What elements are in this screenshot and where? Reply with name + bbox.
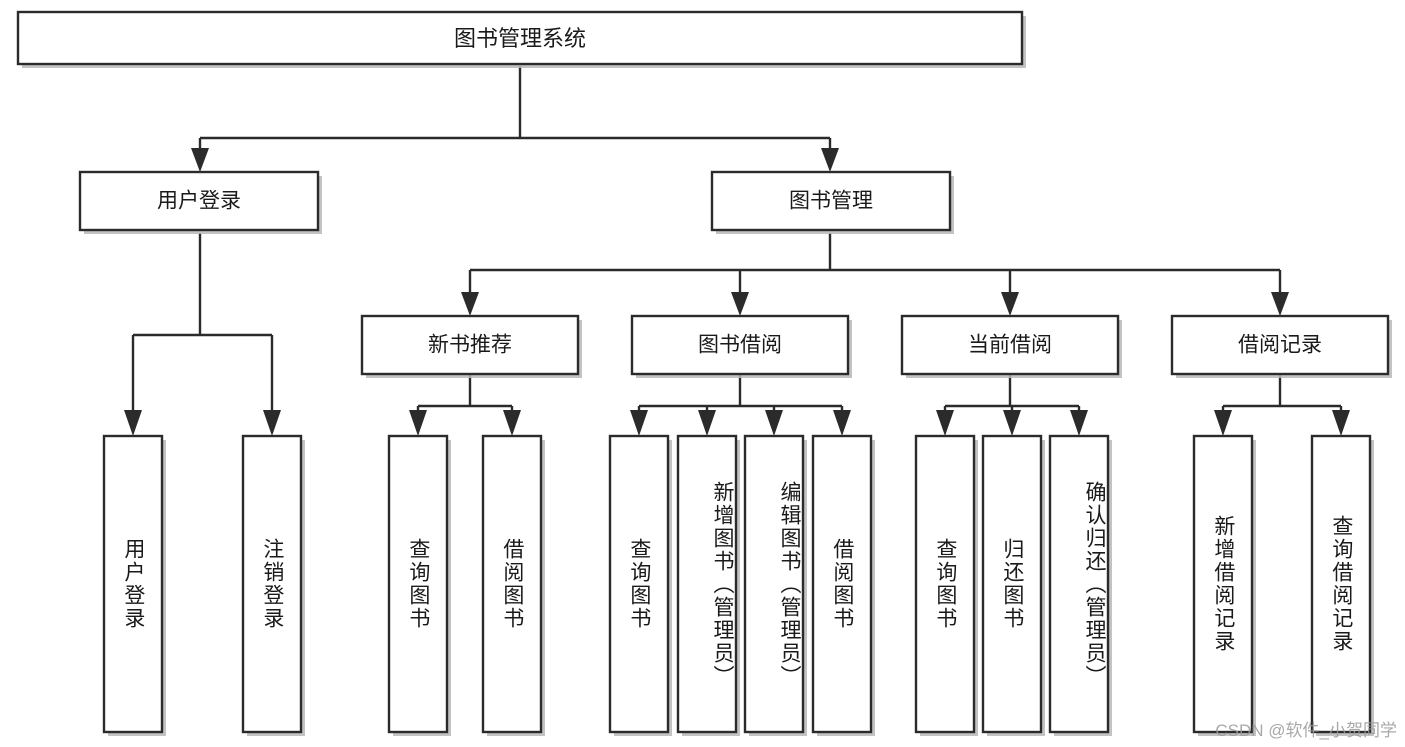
arrowhead-ul-leaf-1 — [263, 410, 281, 436]
arrowhead-cb-leaf-2 — [1070, 410, 1088, 436]
l2-3-label: 借阅记录 — [1238, 334, 1322, 357]
leaf-br-0-box[interactable] — [1192, 434, 1254, 734]
connectors-group — [124, 66, 1350, 436]
leaf-nbr-0-box[interactable] — [387, 434, 449, 734]
l2-0-box — [360, 314, 580, 376]
node-borrow-record[interactable]: 借阅记录 — [1170, 314, 1392, 378]
arrowhead-br-leaf-0 — [1214, 410, 1232, 436]
arrowhead-ul-leaf-0 — [124, 410, 142, 436]
node-book-borrow[interactable]: 图书借阅 — [630, 314, 852, 378]
arrowhead-l2-1 — [731, 292, 749, 316]
leaf-cb-2-box[interactable] — [1048, 434, 1110, 734]
leaf-br-1-box[interactable] — [1310, 434, 1372, 734]
root-label: 图书管理系统 — [454, 26, 586, 51]
csdn-watermark: CSDN @软件_小贺同学 — [1215, 721, 1397, 740]
arrowhead-cb-leaf-0 — [936, 410, 954, 436]
leaf-bb-0-box[interactable] — [608, 434, 670, 734]
l2-1-label: 图书借阅 — [698, 334, 782, 357]
node-user-login[interactable]: 用户登录 — [78, 170, 322, 234]
leaf-bb-3-box[interactable] — [811, 434, 873, 734]
leaf-ul-0-box[interactable] — [102, 434, 164, 734]
leaf-cb-1-box[interactable] — [981, 434, 1043, 734]
arrowhead-l2-3 — [1271, 292, 1289, 316]
arrowhead-bb-leaf-2 — [765, 410, 783, 436]
book-mgmt-label: 图书管理 — [789, 190, 873, 213]
arrowhead-bb-leaf-3 — [833, 410, 851, 436]
leaf-bb-2-box[interactable] — [743, 434, 805, 734]
node-book-management[interactable]: 图书管理 — [710, 170, 954, 234]
arrowhead-nbr-leaf-1 — [503, 410, 521, 436]
l2-2-label: 当前借阅 — [968, 334, 1052, 357]
arrowhead-bb-leaf-0 — [630, 410, 648, 436]
l2-3-box — [1170, 314, 1390, 376]
book-mgmt-box — [710, 170, 952, 232]
leaf-nbr-1-box[interactable] — [481, 434, 543, 734]
arrowhead-br-leaf-1 — [1332, 410, 1350, 436]
arrowhead-user-login — [191, 148, 209, 172]
l2-1-box — [630, 314, 850, 376]
leaf-bb-1-box[interactable] — [676, 434, 738, 734]
arrowhead-book-mgmt — [821, 148, 839, 172]
node-current-borrow[interactable]: 当前借阅 — [900, 314, 1122, 378]
node-new-book-recommend[interactable]: 新书推荐 — [360, 314, 582, 378]
arrowhead-bb-leaf-1 — [698, 410, 716, 436]
arrowhead-nbr-leaf-0 — [409, 410, 427, 436]
l2-0-label: 新书推荐 — [428, 334, 512, 357]
leaf-cb-0-box[interactable] — [914, 434, 976, 734]
arrowhead-l2-0 — [461, 292, 479, 316]
l2-2-box — [900, 314, 1120, 376]
node-root[interactable]: 图书管理系统 — [16, 10, 1026, 68]
root-box — [16, 10, 1024, 66]
user-login-box — [78, 170, 320, 232]
user-login-label: 用户登录 — [157, 190, 241, 213]
leaf-ul-1-box[interactable] — [241, 434, 303, 734]
arrowhead-l2-2 — [1001, 292, 1019, 316]
leaf-boxes-group — [102, 434, 1374, 736]
arrowhead-cb-leaf-1 — [1003, 410, 1021, 436]
